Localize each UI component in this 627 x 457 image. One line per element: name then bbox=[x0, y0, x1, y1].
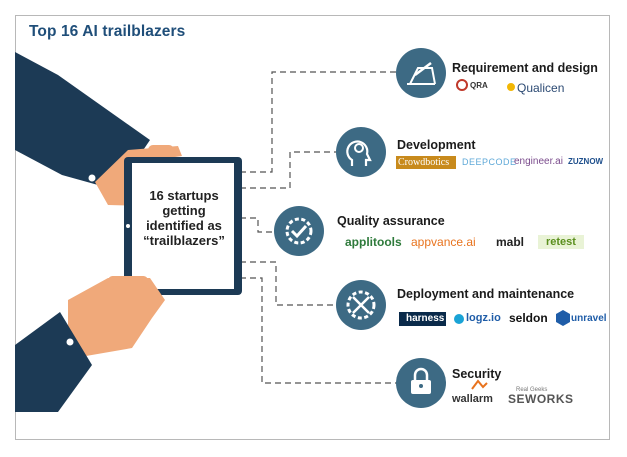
category-title-requirement: Requirement and design bbox=[452, 61, 598, 75]
logo-appvance: appvance.ai bbox=[411, 235, 476, 249]
logo-marks bbox=[396, 79, 584, 390]
lock-icon bbox=[396, 358, 446, 408]
logo-seworks-prefix: Real Geeks bbox=[516, 387, 548, 393]
logo-applitools: applitools bbox=[345, 235, 402, 249]
connector-deployment bbox=[240, 261, 336, 306]
logo-unravel: unravel bbox=[571, 313, 607, 324]
retest-logo-bg bbox=[538, 235, 584, 249]
tablet bbox=[124, 157, 242, 295]
brain-icon bbox=[336, 127, 386, 177]
unravel-logo-mark bbox=[556, 310, 570, 326]
tablet-text: 16 startups getting identified as “trail… bbox=[143, 188, 225, 248]
logo-crowdbotics: Crowdbotics bbox=[398, 157, 450, 168]
quality-gear-icon bbox=[274, 206, 324, 256]
logo-zuznow: ZUZNOW bbox=[568, 157, 604, 166]
logo-seldon: seldon bbox=[509, 311, 548, 325]
logo-qra: QRA bbox=[470, 81, 488, 90]
connector-quality bbox=[240, 217, 276, 233]
connector-security bbox=[240, 277, 398, 384]
wallarm-logo-mark bbox=[471, 379, 488, 390]
lower-arm bbox=[15, 276, 165, 412]
logo-retest: retest bbox=[546, 236, 576, 248]
logo-mabl: mabl bbox=[496, 235, 525, 249]
qra-logo-mark bbox=[456, 79, 468, 91]
logo-seworks: SEWORKS bbox=[508, 392, 574, 406]
logo-qualicen: Qualicen bbox=[517, 81, 565, 95]
qualicen-logo-mark bbox=[507, 83, 515, 91]
category-title-security: Security bbox=[452, 367, 502, 381]
connector-development bbox=[240, 151, 336, 189]
logo-logzio: logz.io bbox=[466, 312, 501, 324]
logo-engineer-ai: engineer.ai bbox=[514, 156, 563, 167]
tools-gear-icon bbox=[336, 280, 386, 330]
connector-lines bbox=[240, 71, 398, 384]
crowdbotics-logo-bg bbox=[396, 156, 456, 169]
harness-logo-bg bbox=[399, 312, 446, 326]
logo-wallarm: wallarm bbox=[452, 393, 493, 405]
connector-requirement bbox=[240, 71, 398, 173]
logzio-logo-mark bbox=[454, 314, 464, 324]
page-title: Top 16 AI trailblazers bbox=[29, 23, 186, 40]
category-title-development: Development bbox=[397, 138, 476, 152]
logo-deepcode: DEEPCODE bbox=[462, 157, 517, 167]
design-icon bbox=[396, 48, 446, 98]
logo-harness: harness bbox=[406, 313, 445, 324]
category-title-quality: Quality assurance bbox=[337, 214, 445, 228]
category-title-deployment: Deployment and maintenance bbox=[397, 287, 575, 301]
